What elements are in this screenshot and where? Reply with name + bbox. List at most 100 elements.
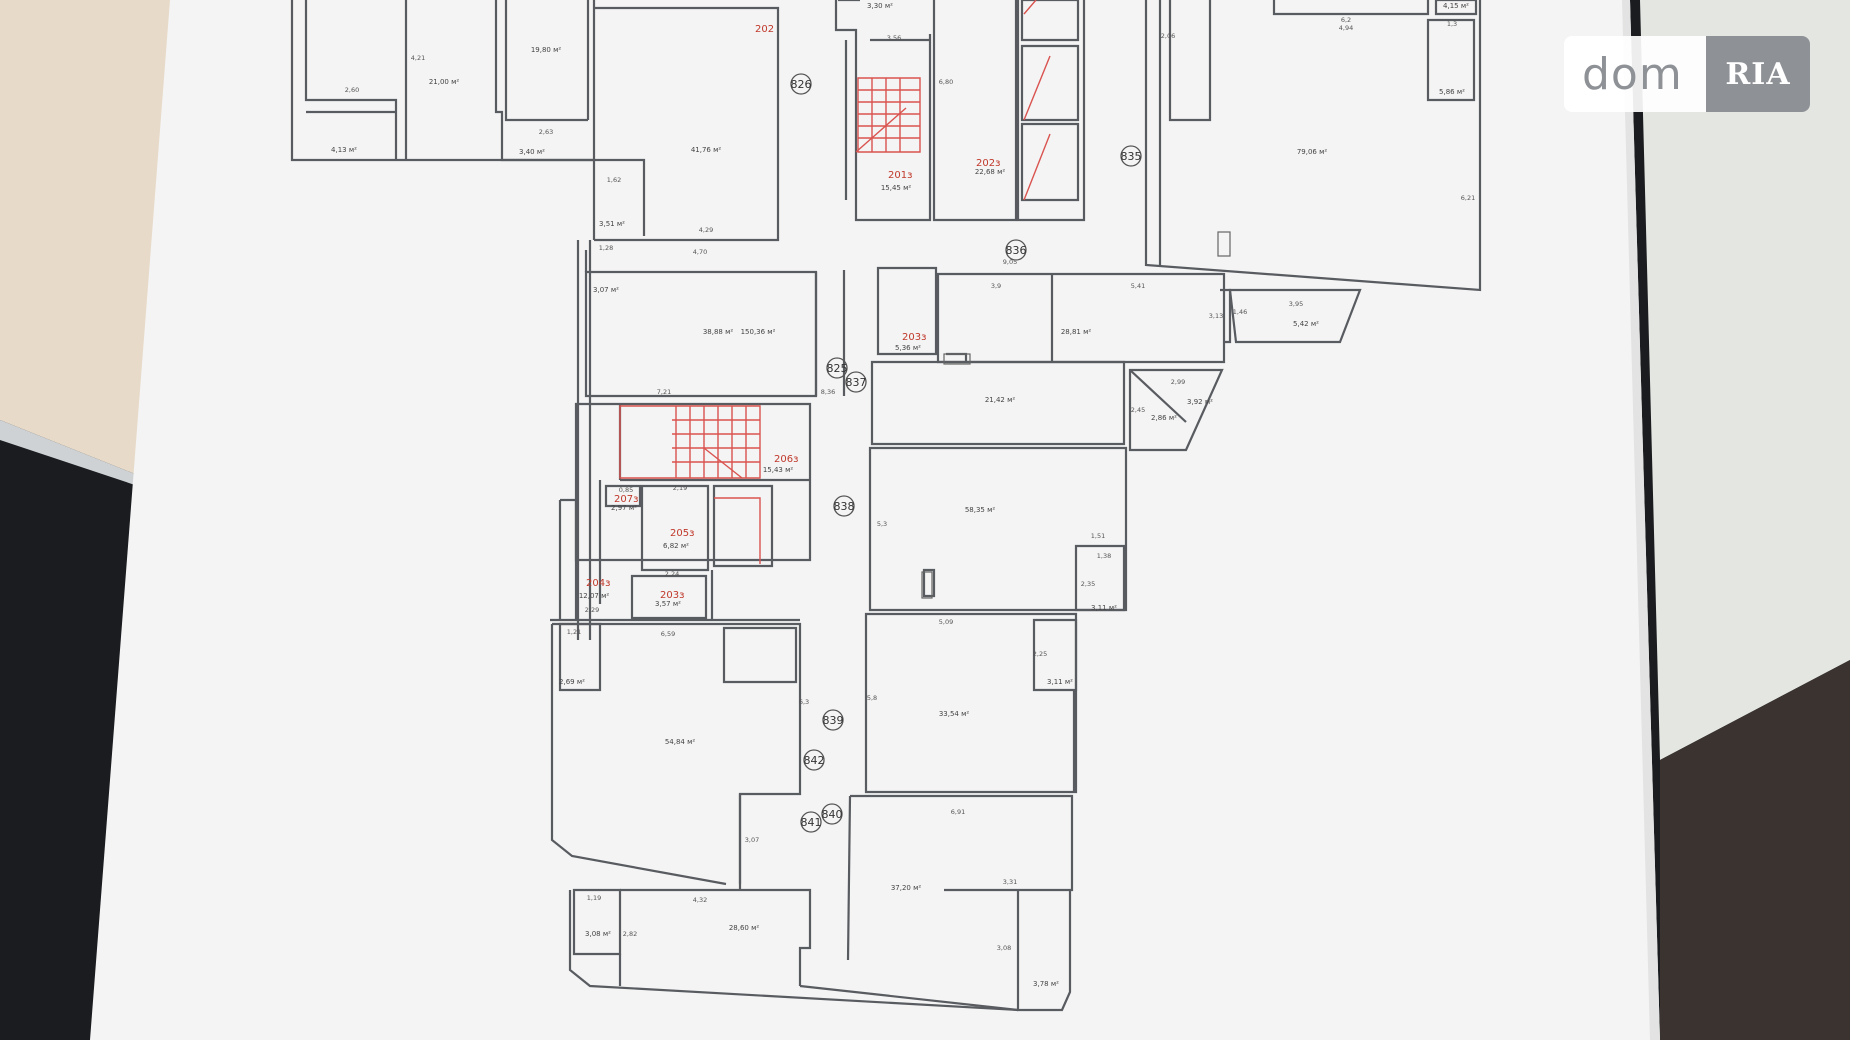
room-area: 2,69 м² [559,678,585,686]
red-label: 203з [660,590,684,601]
room-area: 3,92 м² [1187,398,1213,406]
dom-ria-watermark: dom RIA [1564,36,1810,112]
room-area: 2,97 м² [611,504,637,512]
room-area: 3,11 м² [1091,604,1117,612]
red-label: 204з [586,578,610,589]
room-area: 6,82 м² [663,542,689,550]
dimension-label: 5,8 [867,694,877,702]
room-area: 38,88 м² [703,328,734,336]
red-label: 203з [902,332,926,343]
dimension-label: 4,94 [1339,24,1353,32]
dimension-label: 2,19 [673,484,687,492]
circled-number-840: 840 [821,803,843,825]
room-area: 5,42 м² [1293,320,1319,328]
svg-text:826: 826 [791,78,812,91]
dimension-label: 0,85 [619,486,633,494]
room-area: 4,13 м² [331,146,357,154]
fixtures [921,231,1231,599]
svg-text:839: 839 [823,714,844,727]
dimension-label: 2,29 [585,606,599,614]
dimension-label: 1,62 [607,176,621,184]
ria-logo-icon: RIA [1706,36,1810,112]
dimension-label: 2,99 [1171,378,1185,386]
red-label: 202з [976,158,1000,169]
dimension-label: 6,2 [1341,16,1351,24]
red-label: 201з [888,170,912,181]
dimension-label: 2,25 [1033,650,1047,658]
svg-text:842: 842 [804,754,825,767]
svg-text:836: 836 [1006,244,1027,257]
dimension-label: 3,13 [1209,312,1223,320]
red-label: 202 [755,24,774,35]
room-area: 5,36 м² [895,344,921,352]
circled-number-839: 839 [822,709,844,731]
dimension-label: 3,9 [991,282,1001,290]
dimension-label: 2,60 [345,86,359,94]
svg-text:841: 841 [801,816,822,829]
room-area: 3,30 м² [867,2,893,10]
dimension-label: 2,06 [1161,32,1175,40]
dimension-label: 3,07 [745,836,759,844]
watermark-text: dom [1582,48,1683,100]
room-area: 3,08 м² [585,930,611,938]
second-sheet [1600,0,1850,760]
dimension-label: 3,95 [1289,300,1303,308]
room-area: 150,36 м² [741,328,776,336]
dimension-label: 6,91 [951,808,965,816]
circled-number-826: 826 [790,73,812,95]
room-area: 28,81 м² [1061,328,1092,336]
dimension-label: 4,29 [699,226,713,234]
red-label: 205з [670,528,694,539]
dimension-label: 2,63 [539,128,553,136]
room-area: 3,11 м² [1047,678,1073,686]
room-area: 21,00 м² [429,78,460,86]
room-area: 54,84 м² [665,738,696,746]
room-area: 79,06 м² [1297,148,1328,156]
red-label: 206з [774,454,798,465]
room-area: 5,86 м² [1439,88,1465,96]
dimension-label: 3,31 [1003,878,1017,886]
room-area: 4,15 м² [1443,2,1469,10]
room-areas: 21,00 м² 19,80 м² 41,76 м² 4,13 м² 3,40 … [331,2,1469,988]
circled-number-842: 842 [803,749,825,771]
dimension-label: 4,32 [693,896,707,904]
room-area: 19,80 м² [531,46,562,54]
stair-hatch [619,0,1051,564]
room-area: 3,51 м² [599,220,625,228]
room-area: 37,20 м² [891,884,922,892]
red-label: 207з [614,494,638,505]
room-area: 12,07 м² [579,592,610,600]
circled-number-825: 825 [826,357,848,379]
circled-number-837: 837 [845,371,867,393]
svg-text:840: 840 [822,808,843,821]
paper-edge [1622,0,1660,1040]
desk-edge [0,420,150,490]
dimension-label: 2,24 [665,570,679,578]
floor-right [1660,660,1850,1040]
dimension-label: 6,3 [799,698,809,706]
room-area: 2,86 м² [1151,414,1177,422]
circled-number-838: 838 [833,495,855,517]
dimension-label: 8,36 [821,388,835,396]
svg-text:838: 838 [834,500,855,513]
room-area: 3,78 м² [1033,980,1059,988]
dimension-labels: 2,60 2,63 4,29 4,70 7,21 1,28 1,62 9,05 … [345,16,1475,952]
dimension-label: 2,45 [1131,406,1145,414]
dimension-label: 1,46 [1233,308,1247,316]
room-area: 3,57 м² [655,600,681,608]
dimension-label: 5,41 [1131,282,1145,290]
dimension-label: 4,21 [411,54,425,62]
circled-number-835: 835 [1120,145,1142,167]
dimension-label: 4,70 [693,248,707,256]
dimension-label: 6,80 [939,78,953,86]
room-area: 33,54 м² [939,710,970,718]
room-area: 28,60 м² [729,924,760,932]
dimension-label: 2,82 [623,930,637,938]
dimension-label: 5,3 [877,520,887,528]
plan-walls [290,0,1482,1012]
svg-text:835: 835 [1121,150,1142,163]
dimension-label: 6,21 [1461,194,1475,202]
red-labels: 202 201з 202з 203з 206з 207з 205з 204з 2… [586,24,1000,601]
dimension-label: 3,08 [997,944,1011,952]
